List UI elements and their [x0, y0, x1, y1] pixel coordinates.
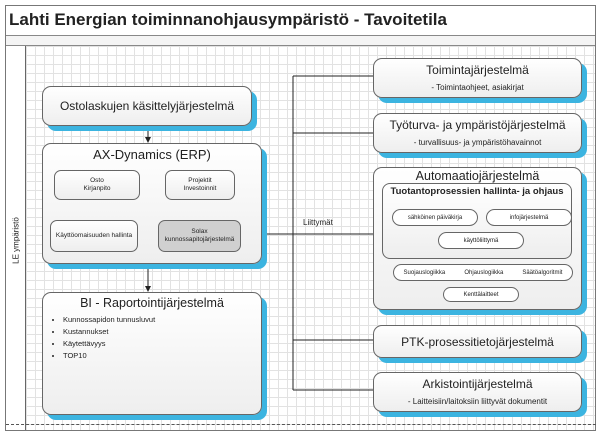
bi-title: BI - Raportointijärjestelmä [80, 296, 224, 310]
kirjanpito-label: Kirjanpito [83, 185, 111, 192]
arkisto-box: Arkistointijärjestelmä - Laitteisiin/lai… [373, 372, 582, 412]
logic-pill: Suojauslogiikka Ohjauslogiikka Säätöalgo… [393, 264, 573, 281]
title-stripe [5, 36, 596, 46]
bi-item: TOP10 [63, 350, 253, 362]
page-title: Lahti Energian toiminnanohjausympäristö … [9, 10, 447, 29]
arkisto-sub: - Laitteisiin/laitoksiin liittyvät dokum… [407, 397, 548, 406]
toiminta-box: Toimintajärjestelmä - Toimintaohjeet, as… [373, 58, 582, 98]
automaatio-title: Automaatiojärjestelmä [415, 169, 540, 183]
pill-infojarjestelma: infojärjestelmä [486, 209, 572, 226]
bi-item: Käytettävyys [63, 338, 253, 350]
bi-item: Kustannukset [63, 326, 253, 338]
bi-list: Kunnossapidon tunnusluvut Kustannukset K… [51, 314, 253, 362]
kayttoomaisuus-box: Käyttöomaisuuden hallinta [50, 220, 138, 252]
pill-paivakirja: sähköinen päiväkirja [392, 209, 478, 226]
ohjauslogiikka: Ohjauslogiikka [464, 269, 504, 276]
ostolaskut-box: Ostolaskujen käsittelyjärjestelmä [42, 86, 252, 126]
title-bar: Lahti Energian toiminnanohjausympäristö … [5, 5, 596, 36]
saatoalgoritmit: Säätöalgoritmit [522, 269, 563, 276]
outer-frame [5, 5, 596, 431]
pill-kayttoliittyma: käyttöliittymä [438, 232, 524, 249]
osto-label: Osto [90, 176, 104, 184]
tyoturva-sub: - turvallisuus- ja ympäristöhavainnot [413, 138, 542, 147]
suojauslogiikka: Suojauslogiikka [403, 269, 446, 276]
kayttoomaisuus-label: Käyttöomaisuuden hallinta [55, 231, 133, 239]
tyoturva-title: Työturva- ja ympäristöjärjestelmä [389, 118, 566, 132]
investoinnit-label: Investoinnit [183, 185, 217, 192]
side-band: LE ympäristö [6, 46, 25, 430]
ptk-box: PTK-prosessitietojärjestelmä [373, 325, 582, 358]
tyoturva-box: Työturva- ja ympäristöjärjestelmä - turv… [373, 113, 582, 153]
projektit-label: Projektit [188, 176, 212, 184]
connector-label: Liittymät [303, 218, 333, 227]
bi-item: Kunnossapidon tunnusluvut [63, 314, 253, 326]
solax-label: Solax [191, 227, 208, 235]
dashed-divider [6, 424, 596, 425]
ax-title: AX-Dynamics (ERP) [93, 147, 211, 162]
tuotanto-title: Tuotantoprosessien hallinta- ja ohjaus [390, 186, 564, 197]
ostolaskut-title: Ostolaskujen käsittelyjärjestelmä [59, 99, 235, 113]
arkisto-title: Arkistointijärjestelmä [422, 377, 533, 391]
toiminta-title: Toimintajärjestelmä [426, 63, 529, 77]
toiminta-sub: - Toimintaohjeet, asiakirjat [431, 83, 524, 92]
bi-box: BI - Raportointijärjestelmä Kunnossapido… [42, 292, 262, 415]
kunnossapito-label: kunnossapitojärjestelmä [164, 236, 235, 243]
pill-kenttalaitteet: Kenttälaitteet [443, 287, 519, 302]
ptk-title: PTK-prosessitietojärjestelmä [401, 334, 554, 349]
